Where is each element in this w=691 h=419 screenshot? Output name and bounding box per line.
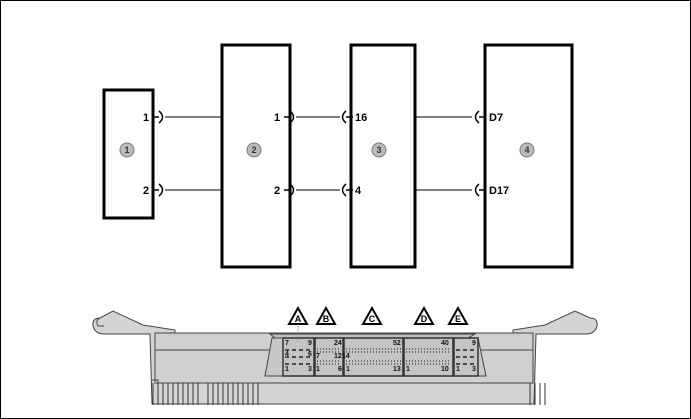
pin-rows	[285, 349, 476, 365]
pin-number: 1	[406, 366, 410, 373]
component-1-badge: 1	[119, 142, 135, 158]
pin-label: D17	[489, 185, 509, 197]
pin-number: 6	[338, 366, 342, 373]
pin-number: 1	[285, 366, 289, 373]
svg-text:D: D	[421, 314, 428, 324]
pin-label: 16	[355, 112, 367, 124]
connector-c[interactable]	[343, 337, 404, 377]
connector-c-marker: C	[361, 305, 383, 325]
pin-label: 1	[274, 112, 280, 124]
connector-b[interactable]	[314, 337, 344, 377]
connector-symbols	[153, 110, 486, 197]
svg-text:2: 2	[251, 145, 256, 155]
pin-number: 3	[472, 366, 476, 373]
connector-e-marker: E	[447, 305, 469, 325]
connector-d-marker: D	[413, 305, 435, 325]
pin-label: 2	[274, 185, 280, 197]
component-2-badge: 2	[246, 142, 262, 158]
svg-text:E: E	[455, 314, 461, 324]
pin-label: 1	[143, 112, 149, 124]
connector-d[interactable]	[403, 337, 454, 377]
pin-number: 4	[285, 351, 289, 358]
svg-text:4: 4	[524, 145, 529, 155]
pin-number: 13	[393, 366, 401, 373]
svg-text:A: A	[295, 314, 302, 324]
pin-number: 6	[308, 351, 312, 358]
pin-number: 1	[456, 366, 460, 373]
connector-b-marker: B	[315, 305, 337, 325]
pin-number: 1	[346, 366, 350, 373]
pin-label: D7	[489, 112, 503, 124]
pin-number: 14	[342, 353, 350, 360]
pin-number: 40	[441, 340, 449, 347]
component-3-badge: 3	[371, 142, 387, 158]
pin-number: 10	[441, 366, 449, 373]
svg-text:B: B	[323, 314, 330, 324]
pin-number: 52	[393, 340, 401, 347]
wires	[165, 116, 472, 191]
svg-text:C: C	[369, 314, 376, 324]
pin-number: 9	[308, 340, 312, 347]
pin-dots	[317, 348, 451, 365]
svg-text:1: 1	[124, 145, 129, 155]
pin-number: 3	[308, 366, 312, 373]
connector-a-marker: A	[287, 305, 309, 342]
pin-number: 7	[285, 340, 289, 347]
pin-number: 24	[334, 340, 342, 347]
pin-label: 4	[355, 185, 362, 197]
pin-number: 7	[316, 353, 320, 360]
pin-number: 9	[472, 340, 476, 347]
pin-label: 2	[143, 185, 149, 197]
pin-number: 1	[316, 366, 320, 373]
svg-text:3: 3	[376, 145, 381, 155]
component-4-badge: 4	[519, 142, 535, 158]
pin-number: 12	[334, 353, 342, 360]
